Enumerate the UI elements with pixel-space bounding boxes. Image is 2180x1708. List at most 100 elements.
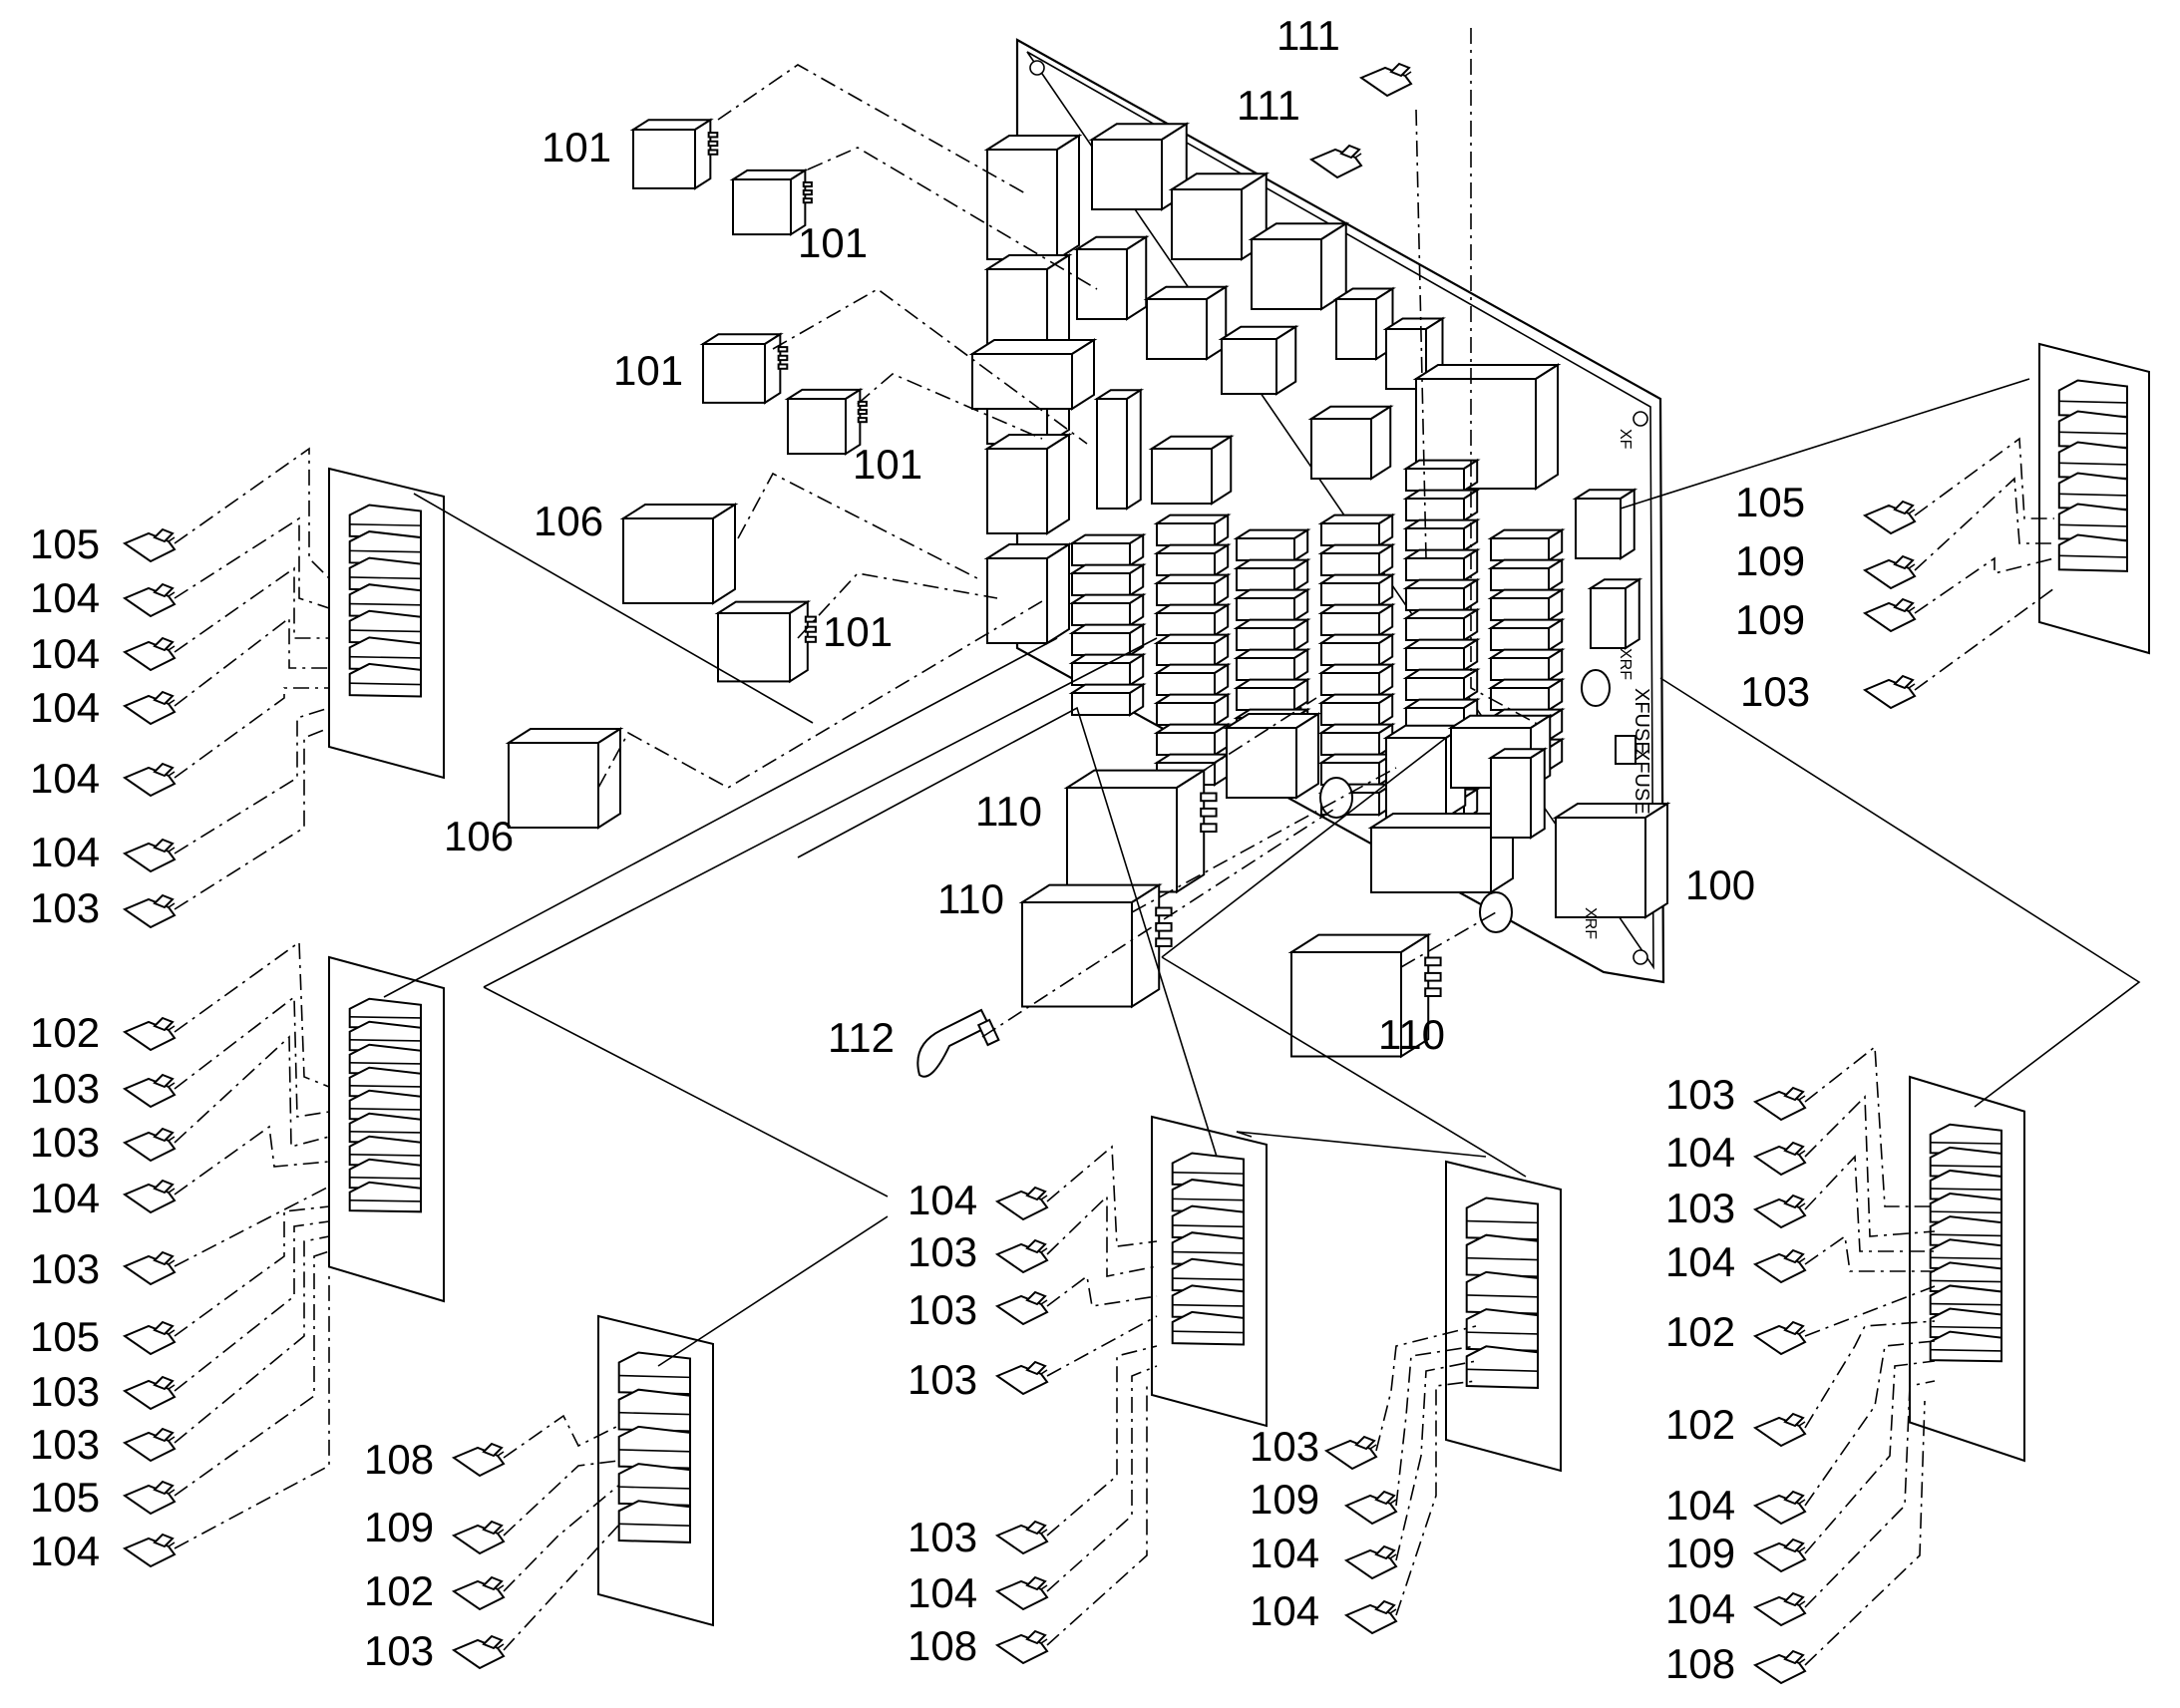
board-connector-5	[1248, 221, 1350, 311]
board-relay-socket-8	[1307, 404, 1394, 481]
fuse-mid-right	[1343, 1599, 1398, 1635]
board-fuse-slot	[1068, 562, 1147, 597]
leader-lb-8	[174, 1235, 330, 1444]
callout-101-a: 101	[542, 124, 611, 171]
callout-101-c: 101	[613, 347, 683, 394]
fuse-holders	[328, 342, 2150, 1627]
fuse-left-bottom	[122, 1375, 177, 1411]
callout-left-top-2: 104	[30, 574, 100, 621]
board-bar-1	[1093, 388, 1145, 511]
board-fuse-slot	[1317, 512, 1396, 547]
board-fuse-slot	[1317, 572, 1396, 607]
callout-center-1: 104	[908, 1177, 977, 1223]
board-marking-xfuse-2: XFUSE	[1631, 748, 1652, 815]
leader-lb-7	[174, 1220, 330, 1392]
fuse-left-bottom	[122, 1480, 177, 1516]
board-fuse-slot	[1233, 617, 1311, 652]
leader-101-a	[717, 64, 1028, 195]
fuse-right-bottom	[1752, 1490, 1807, 1526]
board-fuse-slot	[1402, 637, 1481, 672]
leader-110-a	[1176, 697, 1317, 789]
leader-rb-4	[1804, 1234, 1935, 1272]
fuse-mid-left	[451, 1575, 506, 1611]
callout-100: 100	[1685, 861, 1755, 908]
fuse-right-bottom	[1752, 1320, 1807, 1356]
fuse-right-top	[1862, 554, 1917, 590]
leader-c-5	[1046, 1345, 1158, 1537]
leader-106-b	[597, 597, 1048, 789]
fuse-holder-center	[1151, 1115, 1268, 1428]
board-switch	[1615, 735, 1636, 765]
callout-106-b: 106	[444, 813, 514, 859]
board-fuse-slot	[1233, 587, 1311, 622]
board-lamp-socket-1	[1319, 777, 1353, 819]
callout-center-3: 103	[908, 1286, 977, 1333]
callout-left-top-7: 103	[30, 884, 100, 931]
board-relay-socket-4	[1218, 324, 1299, 396]
board-fuse-slot	[1402, 667, 1481, 702]
board-fuse-slot	[1402, 607, 1481, 642]
callout-mid-left-4: 103	[364, 1627, 434, 1674]
leader-110-b	[1131, 767, 1397, 913]
leader-c-2	[1046, 1195, 1158, 1277]
callout-111-b: 111	[1237, 82, 1300, 129]
callout-right-bottom-3: 103	[1665, 1185, 1735, 1231]
leader-rb-5	[1804, 1285, 1936, 1337]
fuse-left-top	[122, 762, 177, 798]
callout-110-a: 110	[975, 788, 1042, 835]
board-fuse-slot	[1153, 722, 1232, 757]
fuse-mid-right	[1343, 1544, 1398, 1580]
leader-111-a	[1470, 28, 1542, 727]
board-connector-3	[1088, 122, 1191, 211]
fuse-right-bottom	[1752, 1649, 1807, 1685]
board-fuse-slot	[1153, 602, 1232, 637]
callout-left-bottom-10: 104	[30, 1528, 100, 1574]
board-relay-socket-1	[968, 338, 1098, 411]
fuse-left-bottom	[122, 1127, 177, 1163]
board-lamp-socket-2	[1479, 891, 1513, 933]
leader-lt-4	[174, 616, 329, 707]
board-fuse-slot	[1153, 692, 1232, 727]
callout-center-6: 104	[908, 1569, 977, 1616]
board-connector-1	[983, 134, 1083, 261]
fuse-left-bottom	[122, 1427, 177, 1463]
fuse-right-bottom	[1752, 1141, 1807, 1177]
board-fuse-slot	[1317, 542, 1396, 577]
callout-left-bottom-4: 104	[30, 1175, 100, 1221]
leader-rb-1	[1804, 1045, 1935, 1207]
board-fuse-slot	[1317, 602, 1396, 637]
callout-mid-right-3: 104	[1250, 1530, 1319, 1576]
leader-ml-1	[503, 1414, 619, 1459]
relay-106-b	[505, 727, 624, 830]
leader-112	[981, 807, 1337, 1038]
fuse-left-top	[122, 636, 177, 672]
fuse-holder-mid-right	[1445, 1160, 1562, 1473]
leader-110-c	[1400, 911, 1497, 968]
leader-rb-7	[1804, 1340, 1936, 1507]
fuse-center	[994, 1360, 1049, 1396]
callout-center-5: 103	[908, 1514, 977, 1560]
fuse-left-top	[122, 527, 177, 563]
fuse-mid-right	[1323, 1435, 1378, 1471]
board-fuse-slot	[1153, 662, 1232, 697]
board-fuse-slot	[1068, 652, 1147, 687]
callout-labels: 111 111 101 101 101 101 106 101 106 110 …	[30, 12, 1810, 1687]
relay-101-d	[784, 388, 868, 456]
callout-left-top-4: 104	[30, 684, 100, 731]
relay-101-a	[629, 118, 719, 190]
callout-mid-right-4: 104	[1250, 1587, 1319, 1634]
callout-left-bottom-3: 103	[30, 1119, 100, 1166]
leader-lt-7	[174, 727, 330, 910]
leader-c-4	[1046, 1315, 1158, 1377]
fuse-left-bottom	[122, 1533, 177, 1568]
leader-lb-4	[174, 1125, 330, 1196]
callout-right-bottom-4: 104	[1665, 1238, 1735, 1285]
fuse-left-top	[122, 690, 177, 726]
board-fuse-slot	[1487, 587, 1566, 622]
fuse-right-bottom	[1752, 1194, 1807, 1229]
board-relay-socket-5	[1332, 286, 1396, 361]
callout-mid-right-2: 109	[1250, 1476, 1319, 1523]
callout-center-2: 103	[908, 1228, 977, 1275]
leader-rt-2	[1914, 477, 2054, 571]
